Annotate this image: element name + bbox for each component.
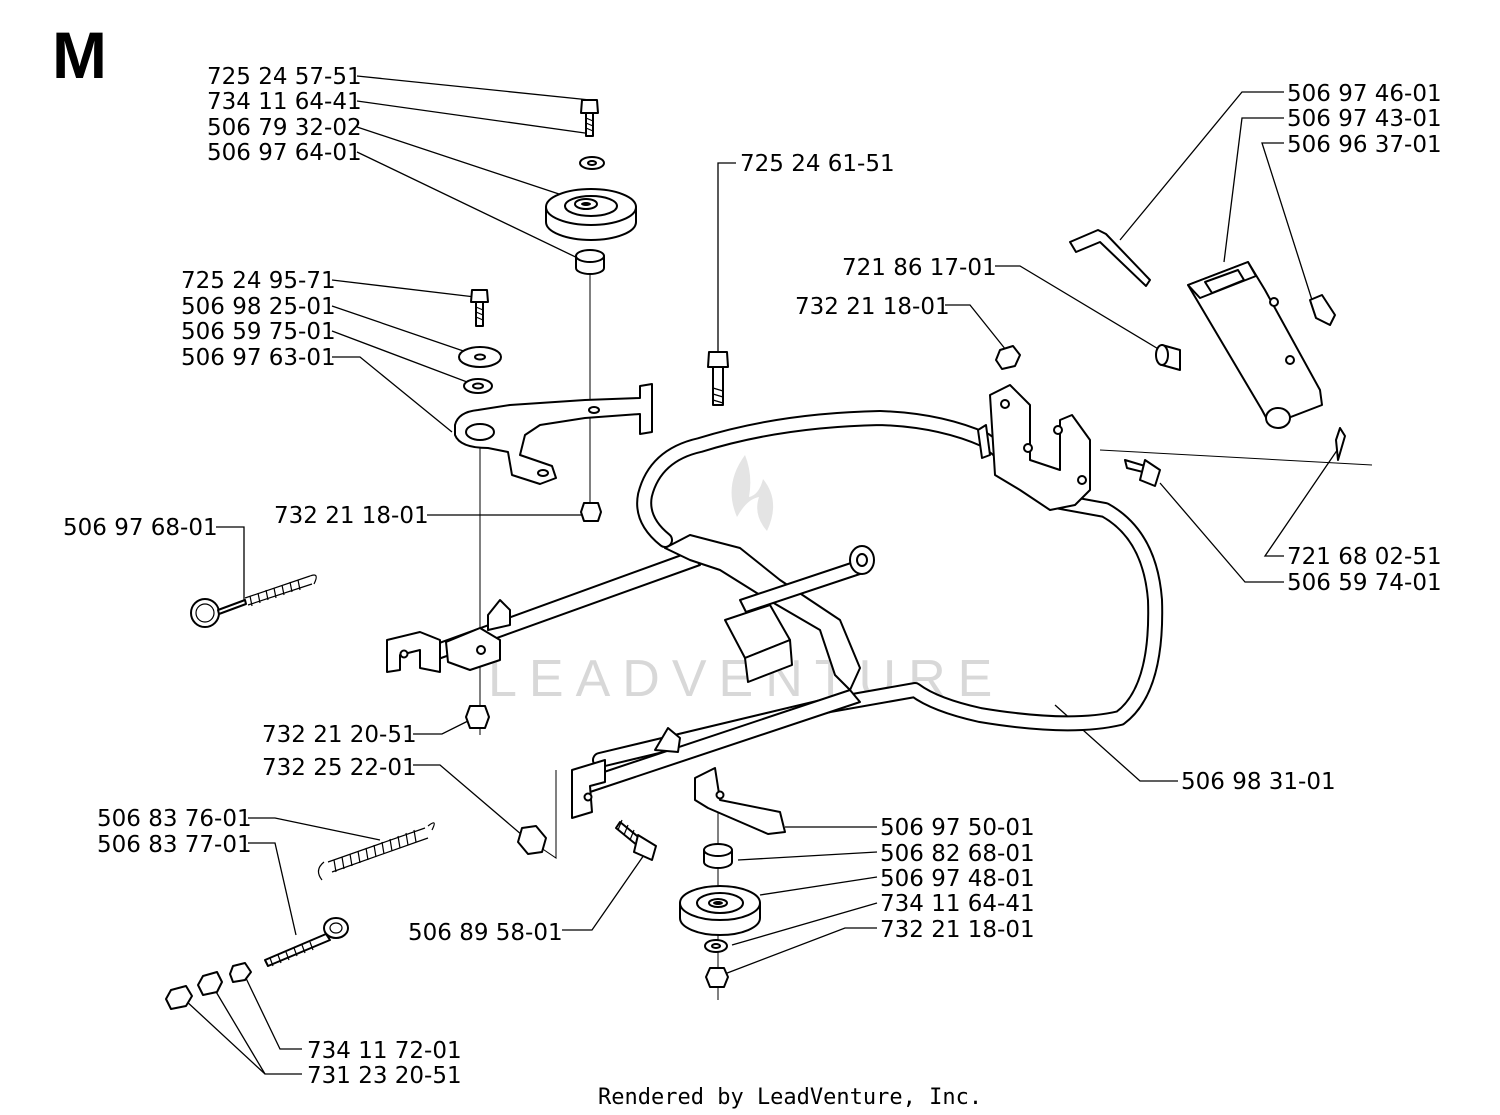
part-label[interactable]: 506 97 63-01 bbox=[181, 345, 336, 371]
bolt-head-icon bbox=[580, 99, 599, 114]
part-label[interactable]: 506 83 77-01 bbox=[97, 832, 252, 858]
part-label[interactable]: 506 98 31-01 bbox=[1181, 769, 1336, 795]
bolt-head-icon bbox=[707, 351, 729, 368]
part-label[interactable]: 506 82 68-01 bbox=[880, 841, 1035, 867]
part-label[interactable]: 506 79 32-02 bbox=[207, 115, 362, 141]
bracket-icon bbox=[454, 383, 653, 485]
nut-icon bbox=[995, 345, 1021, 370]
cross-member-icon bbox=[664, 534, 861, 691]
part-label[interactable]: 506 97 50-01 bbox=[880, 815, 1035, 841]
part-label[interactable]: 506 83 76-01 bbox=[97, 806, 252, 832]
part-label[interactable]: 506 97 43-01 bbox=[1287, 106, 1442, 132]
hitch-plate-icon bbox=[989, 384, 1091, 511]
part-label[interactable]: 734 11 64-41 bbox=[880, 891, 1035, 917]
nut-icon bbox=[705, 967, 729, 988]
end-plate-icon bbox=[386, 631, 441, 673]
idler-bracket-assembly bbox=[454, 289, 653, 522]
part-label[interactable]: 731 23 20-51 bbox=[307, 1063, 462, 1089]
nut-icon bbox=[517, 825, 547, 855]
watermark-flame-icon bbox=[731, 455, 774, 531]
part-label[interactable]: 732 21 18-01 bbox=[795, 294, 950, 320]
top-idler-pulley-assembly bbox=[545, 99, 637, 275]
part-label[interactable]: 506 98 25-01 bbox=[181, 294, 336, 320]
part-label[interactable]: 734 11 72-01 bbox=[307, 1038, 462, 1064]
bottom-idler-assembly bbox=[679, 767, 786, 988]
angle-bracket-icon bbox=[694, 767, 786, 835]
hair-pin-icon bbox=[1335, 427, 1346, 461]
part-label[interactable]: 506 97 46-01 bbox=[1287, 81, 1442, 107]
part-label[interactable]: 732 21 18-01 bbox=[274, 503, 429, 529]
part-label[interactable]: 506 59 74-01 bbox=[1287, 570, 1442, 596]
part-label[interactable]: 732 21 20-51 bbox=[262, 722, 417, 748]
hitch-pin-assembly bbox=[1069, 229, 1346, 461]
part-label[interactable]: 725 24 61-51 bbox=[740, 151, 895, 177]
part-label[interactable]: 721 86 17-01 bbox=[842, 255, 997, 281]
nut-icon bbox=[465, 705, 490, 729]
part-label[interactable]: 506 89 58-01 bbox=[408, 920, 563, 946]
footer-credit: Rendered by LeadVenture, Inc. bbox=[598, 1085, 982, 1110]
nut-icon bbox=[165, 985, 193, 1010]
part-label[interactable]: 506 97 48-01 bbox=[880, 866, 1035, 892]
center-lines bbox=[479, 265, 1373, 1000]
spring-assembly-bottom bbox=[165, 822, 435, 1010]
nut-icon bbox=[197, 971, 223, 996]
washer-icon bbox=[229, 962, 252, 983]
spring-icon bbox=[244, 575, 313, 606]
part-label[interactable]: 506 59 75-01 bbox=[181, 319, 336, 345]
part-label[interactable]: 506 97 68-01 bbox=[63, 515, 218, 541]
part-label[interactable]: 721 68 02-51 bbox=[1287, 544, 1442, 570]
spring-assembly-left bbox=[190, 574, 317, 628]
long-bolt bbox=[707, 351, 729, 406]
end-plate-icon bbox=[571, 759, 606, 819]
bolt-head-icon bbox=[470, 289, 489, 303]
bolt-head-icon bbox=[633, 834, 657, 861]
part-label[interactable]: 732 21 18-01 bbox=[880, 917, 1035, 943]
clip-icon bbox=[1309, 294, 1336, 326]
bolt-head-icon bbox=[1139, 459, 1161, 487]
main-frame bbox=[386, 534, 875, 819]
part-label[interactable]: 506 97 64-01 bbox=[207, 140, 362, 166]
part-label[interactable]: 506 96 37-01 bbox=[1287, 132, 1442, 158]
spring-icon bbox=[317, 822, 435, 881]
hitch-bracket bbox=[977, 345, 1161, 511]
part-labels: 725 24 57-51 734 11 64-41 506 79 32-02 5… bbox=[63, 64, 1442, 1089]
part-label[interactable]: 732 25 22-01 bbox=[262, 755, 417, 781]
part-label[interactable]: 734 11 64-41 bbox=[207, 89, 362, 115]
nut-icon bbox=[580, 502, 602, 522]
leader-lines bbox=[184, 75, 1341, 1075]
part-label[interactable]: 725 24 57-51 bbox=[207, 64, 362, 90]
rod-icon bbox=[1069, 229, 1151, 287]
bolt-assembly bbox=[615, 819, 657, 861]
section-letter: M bbox=[52, 18, 107, 92]
part-label[interactable]: 725 24 95-71 bbox=[181, 268, 336, 294]
